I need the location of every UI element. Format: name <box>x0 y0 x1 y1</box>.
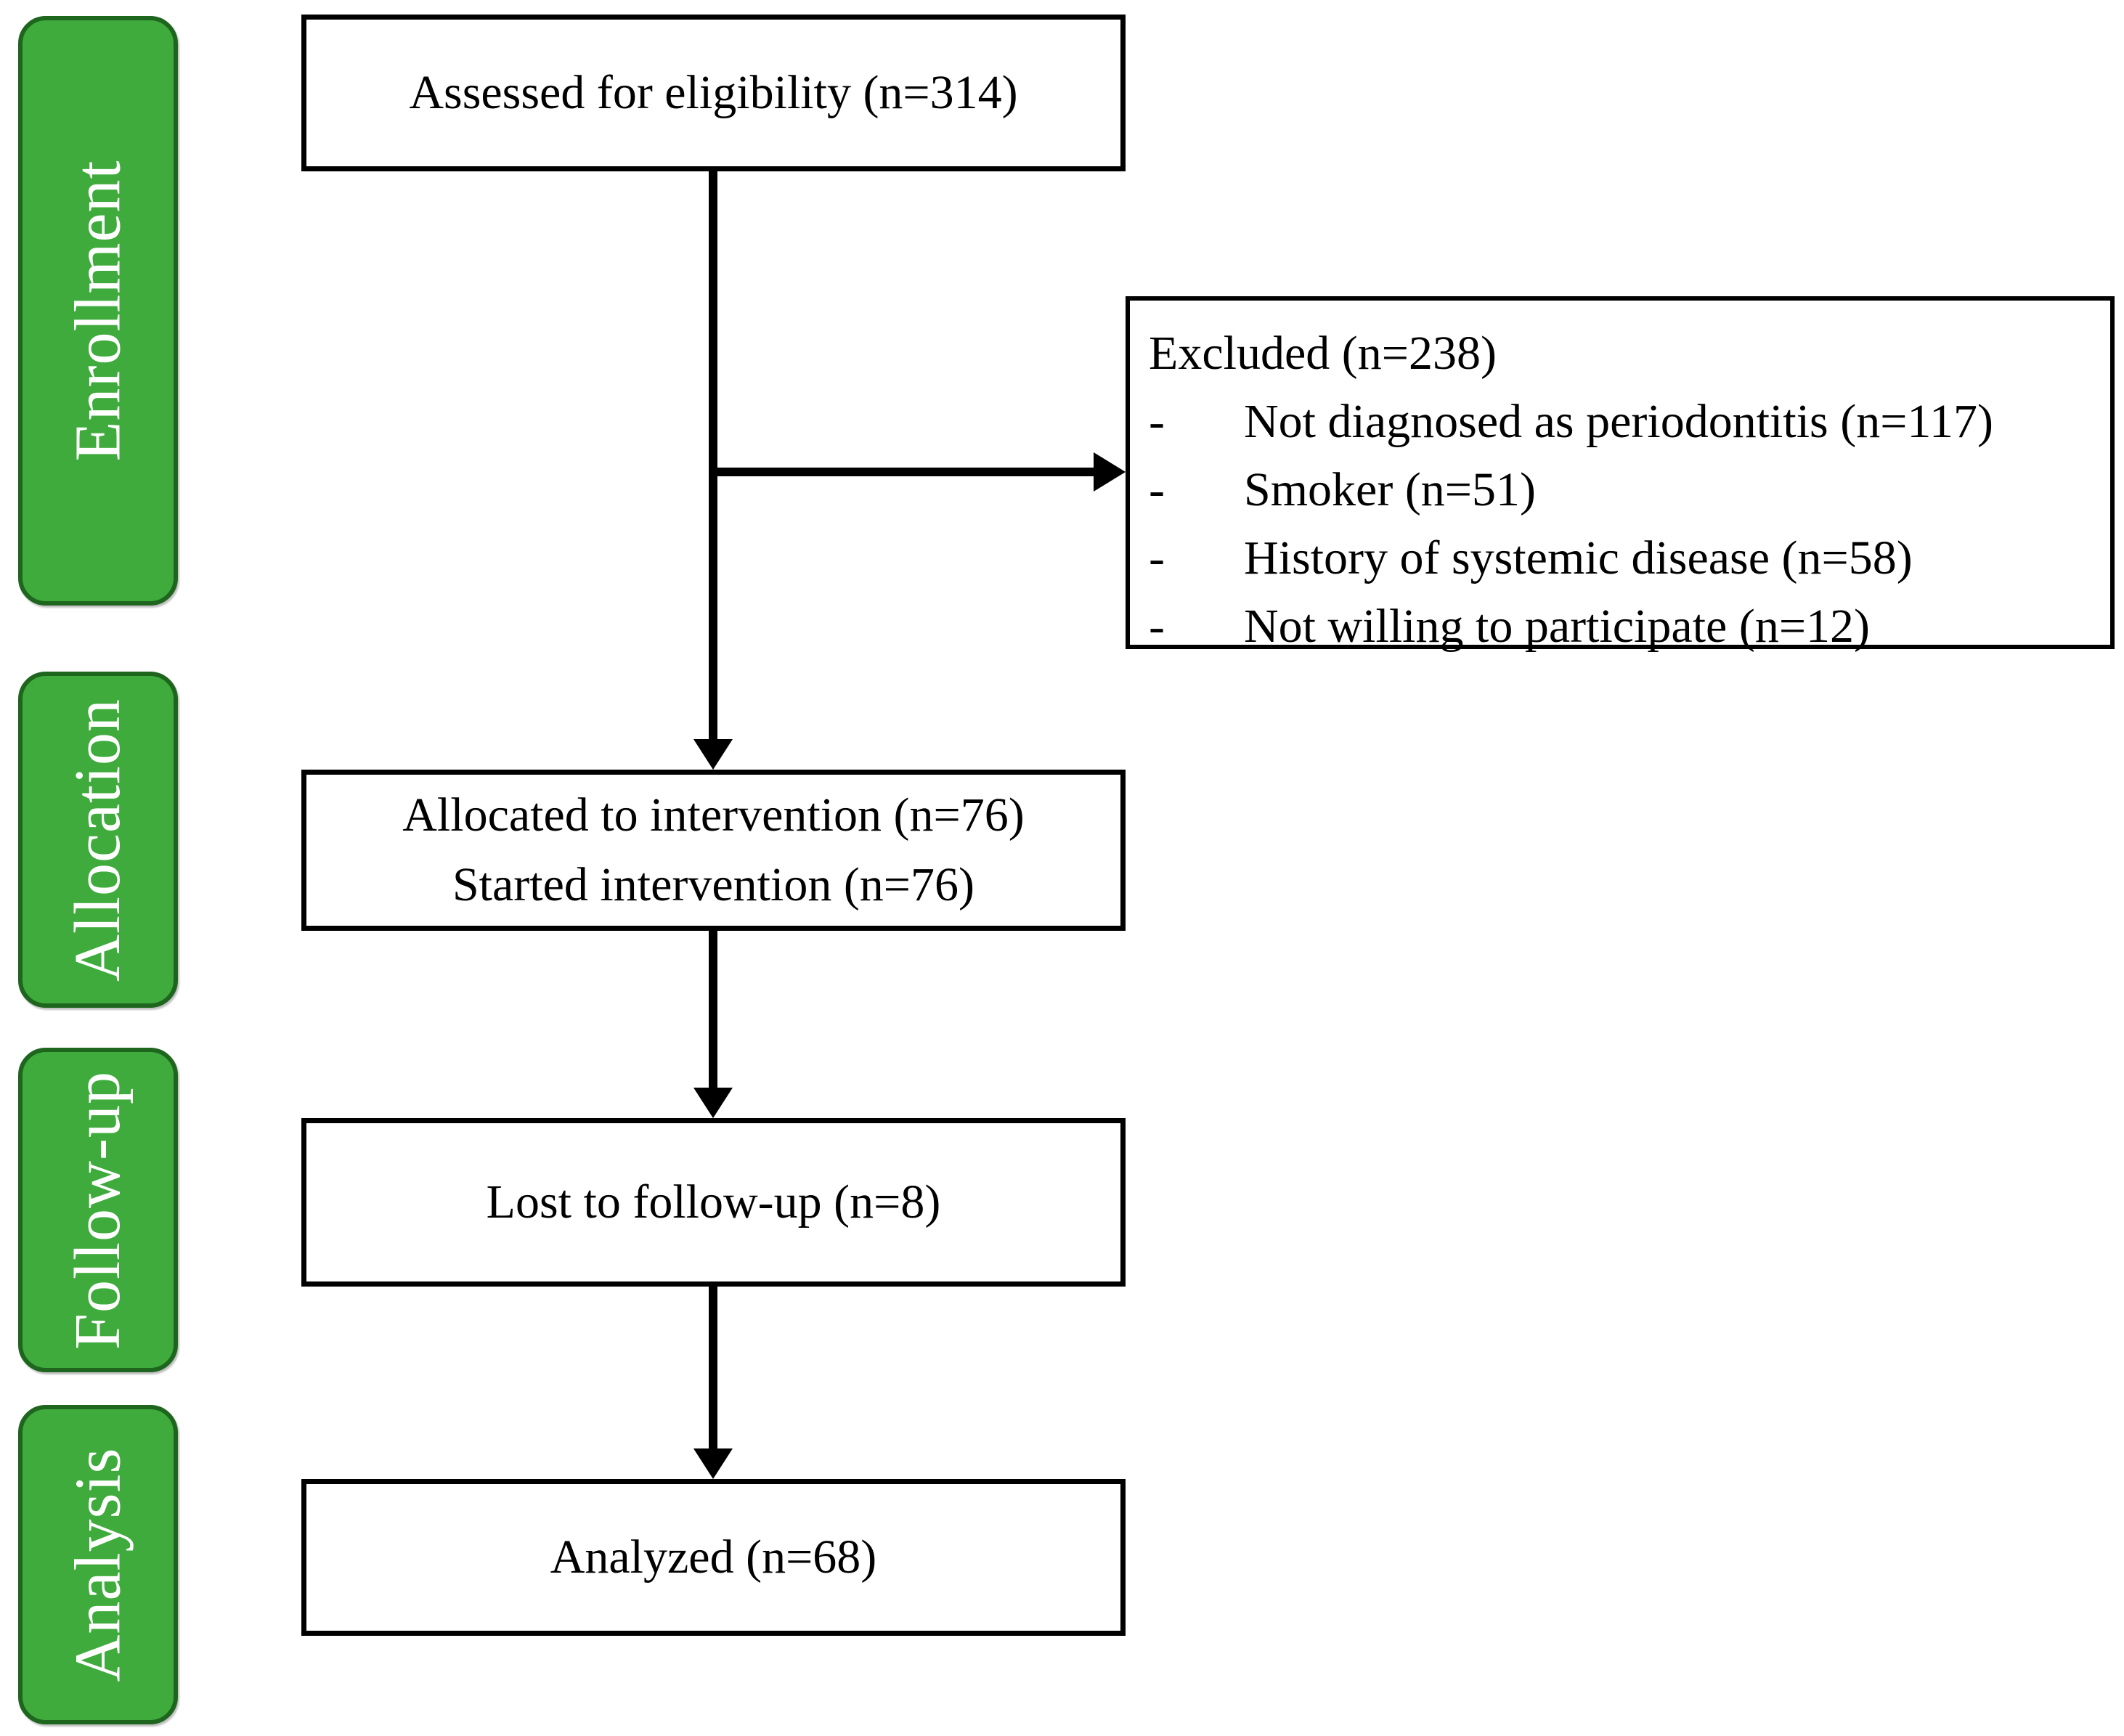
excluded-item-dash: - <box>1149 531 1165 584</box>
allocated-line-1: Allocated to intervention (n=76) <box>402 788 1025 842</box>
connector-line-to-excluded <box>713 468 1098 476</box>
stage-box-enrollment: Enrollment <box>18 16 178 606</box>
excluded-item-dash: - <box>1149 600 1165 653</box>
excluded-item-dash: - <box>1149 395 1165 448</box>
excluded-item: - Not willing to participate (n=12) <box>1149 592 2096 661</box>
allocated-to-intervention-box: Allocated to intervention (n=76) Started… <box>301 770 1126 931</box>
arrowhead-down-to-analyzed <box>693 1448 733 1479</box>
excluded-item-text: History of systemic disease (n=58) <box>1244 531 1913 584</box>
stage-box-allocation: Allocation <box>18 672 178 1008</box>
stage-label-analysis: Analysis <box>62 1447 134 1682</box>
connector-line-lost-to-analyzed <box>709 1287 717 1451</box>
excluded-box: Excluded (n=238) - Not diagnosed as peri… <box>1126 296 2115 653</box>
excluded-item: - Not diagnosed as periodontitis (n=117) <box>1149 388 2096 456</box>
stage-box-followup: Follow-up <box>18 1048 178 1372</box>
arrowhead-right-to-excluded <box>1094 452 1126 492</box>
assessed-for-eligibility-box: Assessed for eligibility (n=314) <box>301 15 1126 171</box>
connector-line-assessed-to-allocated <box>709 171 717 742</box>
excluded-item: - Smoker (n=51) <box>1149 456 2096 524</box>
stage-label-allocation: Allocation <box>62 698 134 982</box>
lost-to-followup-text: Lost to follow-up (n=8) <box>486 1175 941 1229</box>
lost-to-followup-box: Lost to follow-up (n=8) <box>301 1118 1126 1287</box>
excluded-item-dash: - <box>1149 463 1165 516</box>
assessed-for-eligibility-text: Assessed for eligibility (n=314) <box>409 66 1018 120</box>
excluded-item-text: Not diagnosed as periodontitis (n=117) <box>1244 395 1993 448</box>
analyzed-text: Analyzed (n=68) <box>550 1531 877 1584</box>
stage-label-enrollment: Enrollment <box>62 160 134 462</box>
stage-label-followup: Follow-up <box>62 1070 134 1350</box>
excluded-item: - History of systemic disease (n=58) <box>1149 524 2096 592</box>
connector-line-allocated-to-lost <box>709 931 717 1091</box>
excluded-title: Excluded (n=238) <box>1149 327 1497 380</box>
analyzed-box: Analyzed (n=68) <box>301 1479 1126 1636</box>
allocated-line-2: Started intervention (n=76) <box>452 858 975 911</box>
stage-box-analysis: Analysis <box>18 1405 178 1724</box>
arrowhead-down-to-allocated <box>693 739 733 770</box>
excluded-item-text: Smoker (n=51) <box>1244 463 1536 516</box>
excluded-item-text: Not willing to participate (n=12) <box>1244 600 1871 653</box>
arrowhead-down-to-lost <box>693 1088 733 1118</box>
